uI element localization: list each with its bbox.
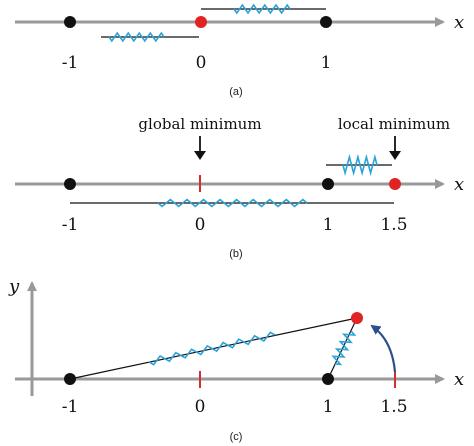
spring-a-left — [101, 31, 199, 43]
fixed-mass — [64, 178, 76, 190]
x-axis-label-a: x — [454, 12, 464, 33]
spring-coil — [342, 153, 378, 177]
tick-label: 1 — [323, 397, 334, 417]
fixed-mass — [64, 373, 76, 385]
spring-c-long — [69, 317, 358, 380]
x-axis-label-c: x — [454, 369, 464, 390]
local-minimum-label: local minimum — [338, 115, 450, 133]
tick-label: 1.5 — [380, 397, 407, 417]
tick-label: 1 — [323, 215, 334, 235]
spring-c-short — [327, 317, 358, 380]
moving-mass — [389, 178, 401, 190]
caption-a: (a) — [229, 86, 242, 98]
spring-coil — [331, 330, 357, 366]
panel-a: x -1 0 1 (a) — [15, 3, 464, 98]
tick-label: -1 — [62, 53, 79, 73]
tick-label: 0 — [195, 397, 206, 417]
y-axis-label-c: y — [8, 276, 20, 297]
tick-label: -1 — [62, 215, 79, 235]
spring-coil — [157, 198, 308, 208]
spring-b-long — [70, 198, 394, 208]
spring-coil — [233, 3, 291, 15]
tick-label: 0 — [195, 215, 206, 235]
fixed-mass — [322, 178, 334, 190]
fixed-mass — [320, 16, 332, 28]
x-axis-label-b: x — [454, 174, 464, 195]
spring-coil — [148, 331, 276, 366]
moving-mass — [195, 16, 207, 28]
fixed-mass — [322, 373, 334, 385]
motion-arrow — [370, 324, 397, 373]
tick-label: -1 — [62, 397, 79, 417]
caption-c: (c) — [230, 431, 243, 443]
moving-mass — [351, 312, 363, 324]
spring-coil — [108, 31, 165, 43]
panel-b: global minimum local minimum x -1 0 1 1.… — [15, 115, 464, 260]
fixed-mass — [64, 16, 76, 28]
tick-label: 1.5 — [380, 215, 407, 235]
caption-b: (b) — [229, 248, 242, 260]
tick-label: 0 — [196, 53, 207, 73]
global-minimum-label: global minimum — [138, 115, 261, 133]
spring-a-right — [201, 3, 326, 15]
tick-label: 1 — [321, 53, 332, 73]
panel-c: y x -1 0 1 1.5 (c) — [8, 276, 464, 443]
spring-b-short — [326, 153, 392, 177]
